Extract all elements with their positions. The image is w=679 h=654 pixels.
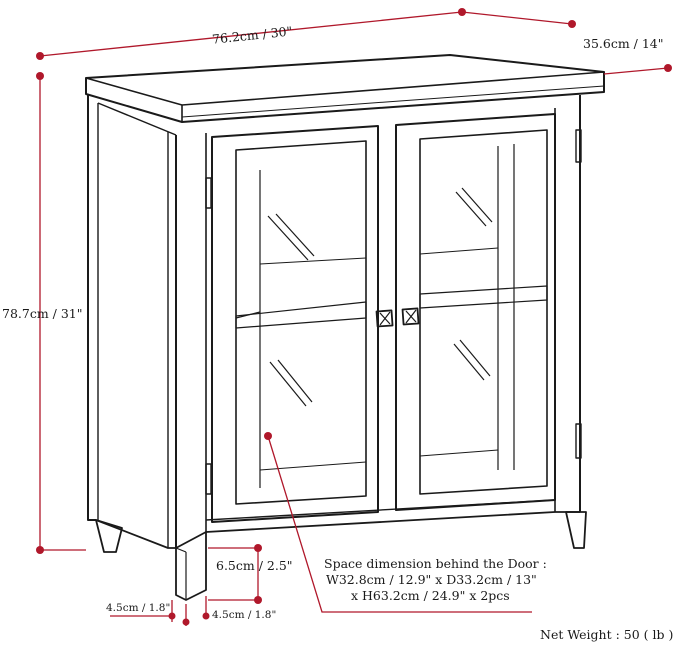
cabinet-body xyxy=(87,95,581,549)
cabinet-top xyxy=(85,54,605,123)
width-label: 76.2cm / 30" xyxy=(211,23,293,46)
interior-space-note: Space dimension behind the Door : W32.8c… xyxy=(324,556,547,603)
right-door xyxy=(395,113,582,511)
dimension-labels: 76.2cm / 30" 35.6cm / 14" 78.7cm / 31" 6… xyxy=(2,23,664,621)
left-door xyxy=(205,125,394,523)
dimension-lines xyxy=(36,8,672,626)
leg-width-left-label: 4.5cm / 1.8" xyxy=(106,602,170,614)
net-weight-label: Net Weight : 50 ( lb ) xyxy=(540,627,673,642)
note-line-2: W32.8cm / 12.9" x D33.2cm / 13" xyxy=(326,572,537,587)
cabinet-legs xyxy=(95,511,587,601)
leg-height-label: 6.5cm / 2.5" xyxy=(216,558,293,573)
height-label: 78.7cm / 31" xyxy=(2,306,83,321)
leg-width-right-label: 4.5cm / 1.8" xyxy=(212,609,276,621)
note-line-1: Space dimension behind the Door : xyxy=(324,556,547,571)
note-line-3: x H63.2cm / 24.9" x 2pcs xyxy=(351,588,510,603)
depth-label: 35.6cm / 14" xyxy=(583,36,664,51)
cabinet-drawing xyxy=(85,54,605,601)
